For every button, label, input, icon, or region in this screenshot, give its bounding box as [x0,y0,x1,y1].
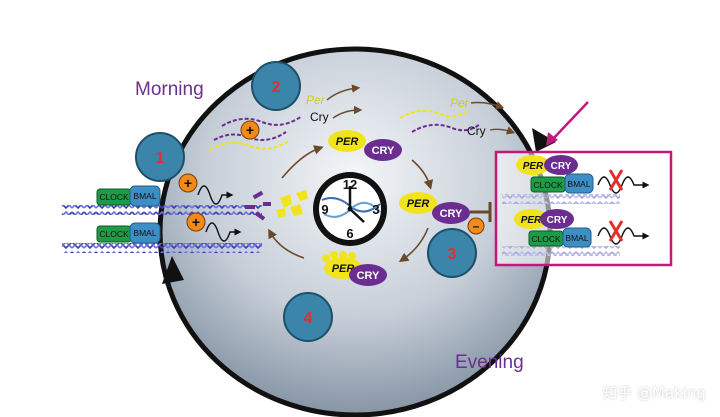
step-1-circle: 1 [135,132,185,182]
svg-text:6: 6 [346,226,353,241]
svg-text:1: 1 [156,150,165,167]
per-protein-right: PER [399,192,437,214]
per-protein-top: PER [328,130,366,152]
mrna-strand-5 [411,123,481,133]
svg-text:+: + [192,214,200,230]
clock-icon: 12 3 6 9 [313,172,387,246]
highlight-pointer-arrow [551,101,589,141]
svg-text:CRY: CRY [551,161,572,172]
repressed-complex-1: PER CRY CLOCK BMAL [516,155,594,194]
blocked-transcript-1 [597,176,650,194]
svg-text:BMAL: BMAL [567,179,590,189]
export-arrow-2 [332,105,363,119]
step-2-circle: 2 [251,61,301,111]
svg-text:CRY: CRY [357,270,380,282]
evening-label: Evening [455,352,524,373]
cycle-arrow-right-down [411,159,434,190]
svg-text:CLOCK: CLOCK [99,192,129,202]
svg-text:3: 3 [448,246,457,263]
svg-text:PER: PER [407,198,430,210]
cry-mrna-label-1: Cry [310,110,329,124]
dna-strand-1 [62,205,262,215]
svg-text:CLOCK: CLOCK [533,180,563,190]
mrna-strand-4 [399,109,469,119]
per-mrna-label-1: Per [306,93,326,107]
dna-strand-2 [62,243,262,253]
svg-text:+: + [246,122,254,138]
mrna-strand-1 [209,139,291,151]
clock-bmal-complex-2: CLOCK BMAL [96,222,161,244]
block-x-2 [608,220,624,242]
step-3-circle: 3 [427,228,477,278]
cycle-arrowhead-top [532,128,556,152]
svg-text:3: 3 [372,202,379,217]
repressed-complex-2: PER CRY CLOCK BMAL [514,209,592,248]
cycle-arrow-lower-right [398,227,429,263]
highlight-pointer-head [546,132,558,146]
blocked-transcript-2 [597,227,650,245]
export-arrow-4 [489,126,516,135]
svg-text:PER: PER [521,215,542,226]
svg-text:–: – [473,219,480,233]
export-arrow-3 [470,101,505,110]
svg-text:BMAL: BMAL [565,233,588,243]
svg-text:9: 9 [321,202,328,217]
svg-text:12: 12 [343,177,357,192]
activation-plus-3: + [240,120,260,140]
mrna-strand-2 [221,115,303,127]
svg-text:4: 4 [304,310,313,327]
cycle-arrow-upper [281,145,324,179]
activation-plus-1: + [178,173,198,193]
watermark: 知乎 @Making [602,384,706,402]
transcript-wave-1 [197,185,234,205]
export-arrow-1 [326,84,361,101]
svg-text:CLOCK: CLOCK [99,229,129,239]
inhibition-minus: – [467,217,485,235]
svg-text:CRY: CRY [547,215,568,226]
cry-protein-bottom: CRY [349,264,387,286]
block-x-1 [608,169,624,191]
activation-plus-2: + [186,212,206,232]
degradation-fragments [245,190,308,221]
clock-bmal-complex-1: CLOCK BMAL [96,185,161,207]
svg-text:PER: PER [336,136,359,148]
svg-text:BMAL: BMAL [133,228,156,238]
cycle-arrow-lower-left [268,228,305,259]
cry-mrna-label-2: Cry [467,124,486,138]
per-mrna-label-2: Per [450,96,470,110]
svg-text:BMAL: BMAL [133,191,156,201]
svg-text:CLOCK: CLOCK [531,234,561,244]
svg-text:PER: PER [523,161,544,172]
step-4-circle: 4 [283,292,333,342]
svg-text:CRY: CRY [440,208,463,220]
cry-protein-right: CRY [432,202,470,224]
svg-text:PER: PER [332,263,355,275]
cry-protein-top: CRY [364,139,402,161]
svg-text:CRY: CRY [372,145,395,157]
inhibition-bar [470,202,492,222]
svg-text:2: 2 [272,79,281,96]
morning-label: Morning [135,79,204,100]
cycle-arrowhead-left [162,256,184,284]
svg-text:+: + [184,175,192,191]
transcript-wave-2 [205,222,242,242]
